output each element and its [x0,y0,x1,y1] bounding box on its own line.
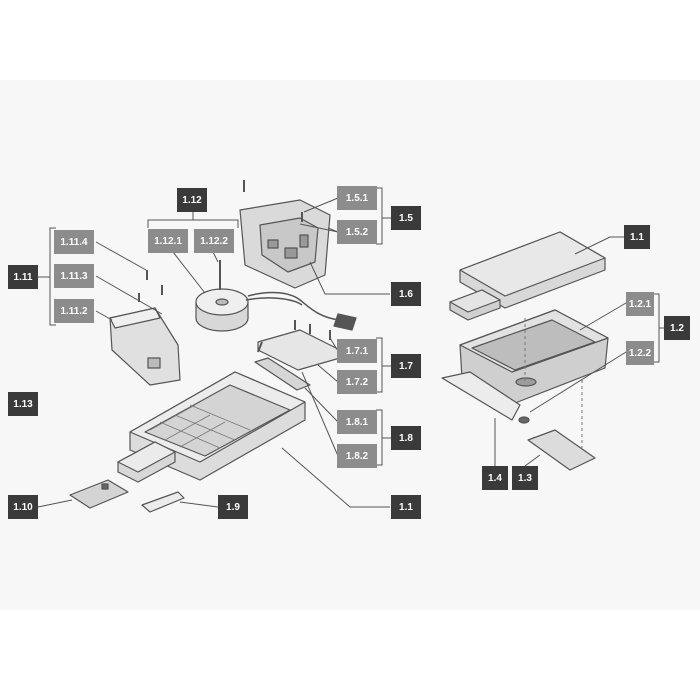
label-1-11: 1.11 [8,265,38,289]
bottom-plate-part [527,429,596,471]
label-1-2-2: 1.2.2 [626,341,654,365]
housing-body-part [459,309,609,424]
mounting-bracket-part [109,270,181,386]
transformer-part [195,260,357,332]
label-1-5-2: 1.5.2 [337,220,377,244]
label-1-11-2: 1.11.2 [54,299,94,323]
label-1-5-1: 1.5.1 [337,186,377,210]
label-1-1-right: 1.1 [624,225,650,249]
label-1-12: 1.12 [177,188,207,212]
label-1-9: 1.9 [218,495,248,519]
label-1-11-4: 1.11.4 [54,230,94,254]
label-1-2-1: 1.2.1 [626,292,654,316]
label-1-11-3: 1.11.3 [54,264,94,288]
base-tray-part [117,371,306,483]
housing-lid-part [449,231,606,321]
label-1-5: 1.5 [391,206,421,230]
label-1-1-center: 1.1 [391,495,421,519]
label-1-6: 1.6 [391,282,421,306]
front-panel-part [441,371,521,421]
label-1-13: 1.13 [8,392,38,416]
leader-lines [37,187,664,508]
label-1-7-2: 1.7.2 [337,370,377,394]
clip-part [141,491,185,513]
label-1-12-2: 1.12.2 [194,229,234,253]
cover-plate-part [69,479,129,509]
label-1-3: 1.3 [512,466,538,490]
label-1-10: 1.10 [8,495,38,519]
control-board-part [239,180,331,289]
label-1-4: 1.4 [482,466,508,490]
label-1-2: 1.2 [664,316,690,340]
label-1-8: 1.8 [391,426,421,450]
guide-lines [524,318,583,448]
light-strip-part [254,341,311,391]
label-1-12-1: 1.12.1 [148,229,188,253]
label-1-7: 1.7 [391,354,421,378]
label-1-8-2: 1.8.2 [337,444,377,468]
label-1-8-1: 1.8.1 [337,410,377,434]
label-1-7-1: 1.7.1 [337,339,377,363]
